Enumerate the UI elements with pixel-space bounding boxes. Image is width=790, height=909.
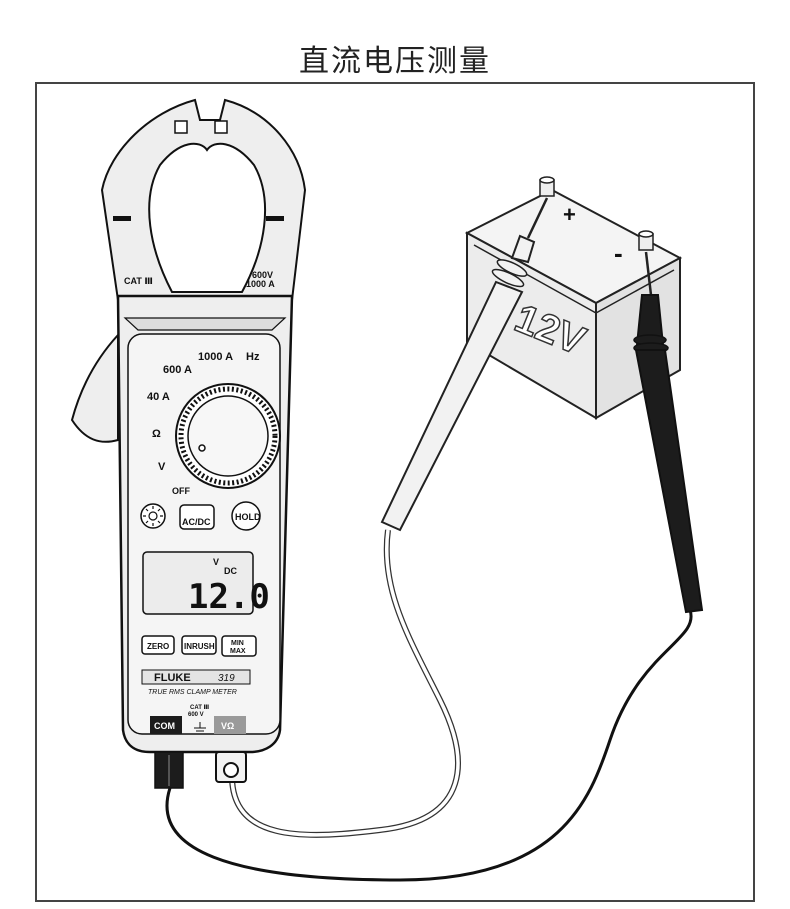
zero-button-label: ZERO — [147, 642, 169, 651]
max-button-label: MAX — [230, 648, 246, 655]
rotary-dial[interactable] — [175, 383, 281, 489]
jaw-marker-left — [174, 120, 188, 134]
backlight-button[interactable] — [140, 503, 166, 529]
minmax-button[interactable]: MIN MAX — [221, 635, 257, 657]
hold-button-label: HOLD — [235, 512, 261, 522]
brand-logo: FLUKE — [154, 672, 191, 684]
zero-button[interactable]: ZERO — [141, 635, 175, 655]
plus-symbol: + — [563, 202, 576, 227]
jaw-line-right — [266, 216, 284, 221]
negative-terminal — [638, 230, 654, 251]
jaw-opening — [148, 142, 266, 293]
dial-label-volt: V — [158, 461, 166, 473]
jaw-current-rating: 1000 A — [246, 279, 275, 289]
meter-subtitle: TRUE RMS CLAMP METER — [148, 689, 237, 696]
minus-symbol: - — [614, 238, 623, 268]
lcd-display: V DC 12.0 — [142, 551, 270, 617]
jack-cat-label: CAT Ⅲ — [190, 705, 210, 711]
ground-icon — [194, 722, 206, 735]
dial-label-1000a: 1000 A — [198, 351, 233, 363]
page-title: 直流电压测量 — [299, 44, 491, 79]
black-plug — [154, 751, 184, 789]
black-lead-wire — [165, 609, 693, 882]
brand-plate: FLUKE 319 — [141, 669, 251, 685]
hold-button[interactable]: HOLD — [231, 501, 261, 531]
positive-terminal — [539, 176, 555, 197]
display-reading: 12.0 — [188, 577, 270, 617]
clamp-meter: CAT Ⅲ 600V 1000 A 1000 A Hz 600 A 40 A Ω… — [70, 98, 307, 754]
jaw-line-left — [113, 216, 131, 221]
jaw-voltage-rating: 600V — [252, 270, 273, 280]
jaw-cat-label: CAT Ⅲ — [124, 276, 153, 286]
jack-rating-label: 600 V — [188, 712, 204, 718]
dial-label-600a: 600 A — [163, 364, 192, 376]
display-unit: V — [213, 557, 219, 567]
inrush-button[interactable]: INRUSH — [181, 635, 217, 655]
com-jack[interactable]: COM — [150, 716, 182, 734]
vohm-jack[interactable]: VΩ — [214, 716, 246, 734]
com-jack-label: COM — [154, 721, 175, 731]
jaw-marker-right — [214, 120, 228, 134]
dial-pointer — [198, 444, 206, 452]
inrush-button-label: INRUSH — [184, 642, 215, 651]
meter-shoulder — [123, 317, 287, 331]
black-probe — [633, 251, 704, 614]
red-probe — [380, 197, 549, 532]
sun-icon — [148, 511, 158, 521]
display-mode: DC — [224, 566, 237, 576]
vohm-jack-label: VΩ — [221, 721, 234, 731]
dial-label-ohm: Ω — [152, 428, 161, 440]
jaw-trigger — [70, 332, 119, 443]
dial-label-hz: Hz — [246, 351, 260, 363]
red-lead-wire — [230, 529, 460, 837]
red-plug — [215, 751, 247, 783]
dial-label-off: OFF — [172, 486, 190, 496]
dial-label-40a: 40 A — [147, 391, 170, 403]
acdc-button-label: AC/DC — [182, 517, 211, 527]
acdc-button[interactable]: AC/DC — [179, 504, 215, 530]
min-button-label: MIN — [231, 640, 244, 647]
model-number: 319 — [218, 673, 235, 684]
